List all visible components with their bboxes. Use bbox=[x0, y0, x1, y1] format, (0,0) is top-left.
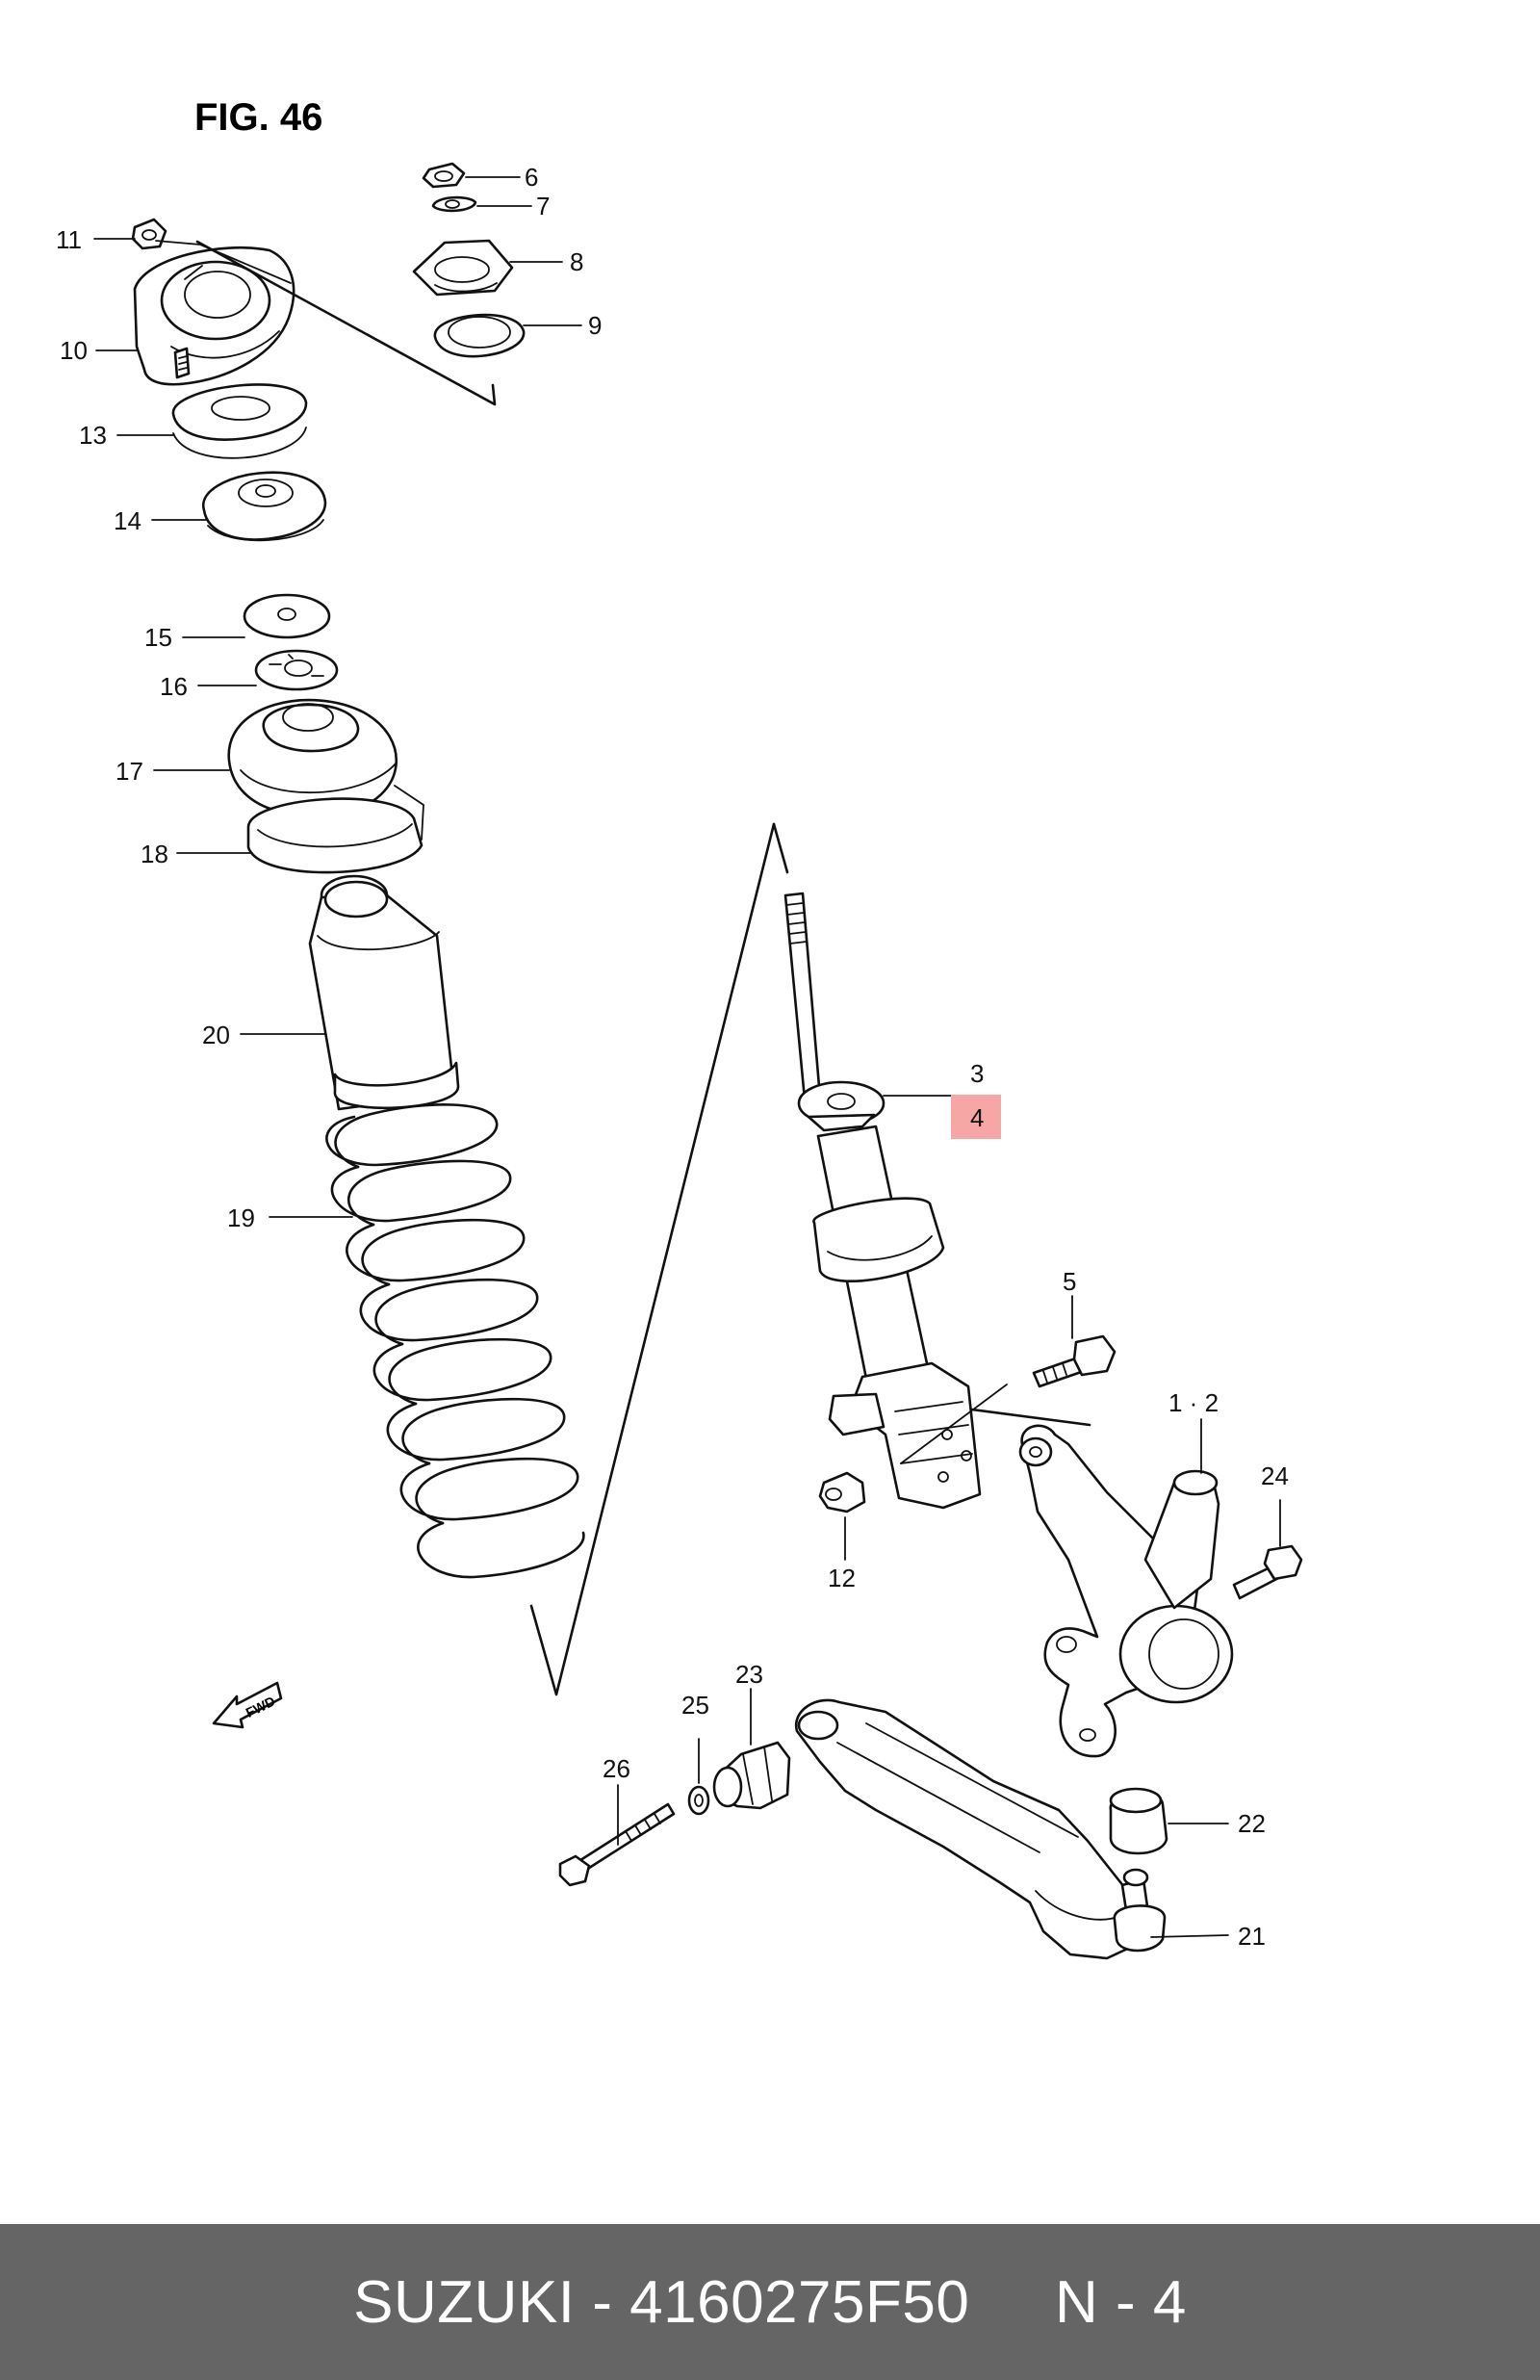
callout-6: 6 bbox=[525, 163, 538, 192]
callout-21: 21 bbox=[1238, 1922, 1266, 1951]
callout-5: 5 bbox=[1063, 1267, 1076, 1296]
part-4-highlight bbox=[951, 1095, 1001, 1139]
control-arm bbox=[794, 1698, 1143, 1960]
figure-title: FIG. 46 bbox=[194, 96, 322, 139]
part-11-nut bbox=[131, 218, 167, 250]
part-9-ring bbox=[433, 313, 526, 358]
part-12-nut bbox=[818, 1471, 866, 1513]
strut-indicator-top bbox=[772, 822, 789, 874]
strut-indicator-line bbox=[529, 822, 776, 1696]
strut-bracket bbox=[849, 1361, 982, 1510]
spring-assembly bbox=[227, 593, 585, 1579]
part-22-bushing bbox=[1109, 1787, 1168, 1855]
callout-26: 26 bbox=[603, 1754, 630, 1783]
callout-15: 15 bbox=[144, 623, 172, 652]
callout-10: 10 bbox=[60, 336, 88, 365]
part-19-coil-spring bbox=[325, 1103, 585, 1579]
callout-13: 13 bbox=[79, 421, 107, 450]
callout-20: 20 bbox=[202, 1021, 230, 1049]
callout-12: 12 bbox=[828, 1564, 856, 1592]
part-6-nut bbox=[422, 162, 466, 189]
part-7-washer bbox=[431, 195, 477, 213]
rod-thread bbox=[785, 902, 808, 944]
part-number-footer: SUZUKI - 4160275F50 N - 4 bbox=[0, 2224, 1540, 2380]
callout-4: 4 bbox=[970, 1103, 984, 1132]
callout-16: 16 bbox=[160, 672, 188, 701]
strut-assembly bbox=[783, 892, 982, 1510]
part-23-bushing bbox=[712, 1741, 791, 1810]
part-16-bearing bbox=[254, 649, 339, 691]
steering-knuckle bbox=[970, 1408, 1234, 1758]
callout-14: 14 bbox=[114, 506, 141, 535]
callout-25: 25 bbox=[681, 1691, 709, 1720]
callout-22: 22 bbox=[1238, 1809, 1266, 1838]
callout-3: 3 bbox=[970, 1059, 984, 1088]
lower-arm-assembly bbox=[558, 1698, 1168, 1960]
part-21-ball-joint bbox=[1113, 1868, 1167, 1953]
part-24-bolt bbox=[1232, 1544, 1303, 1600]
callout-17: 17 bbox=[116, 757, 143, 786]
callout-numbers: 6 7 8 9 11 10 13 14 15 16 17 18 20 19 3 … bbox=[56, 163, 1289, 1951]
spring-seat bbox=[812, 1197, 945, 1283]
callout-8: 8 bbox=[570, 247, 583, 276]
callout-11: 11 bbox=[56, 225, 82, 254]
part-15-washer bbox=[243, 593, 331, 639]
callout-19: 19 bbox=[227, 1203, 255, 1232]
callout-9: 9 bbox=[588, 311, 602, 340]
upper-mount-assembly bbox=[131, 162, 526, 542]
callout-24: 24 bbox=[1261, 1462, 1289, 1490]
part-10-strut-mount bbox=[133, 240, 295, 386]
knuckle-indicator-line bbox=[970, 1408, 1091, 1427]
callout-18: 18 bbox=[141, 840, 168, 868]
part-20-boot bbox=[308, 874, 460, 1111]
part-13-seat bbox=[171, 383, 308, 459]
part-26-bolt bbox=[558, 1802, 676, 1887]
parts-diagram: FIG. 46 bbox=[56, 96, 1303, 1960]
callout-7: 7 bbox=[536, 192, 550, 220]
part-14-seat bbox=[202, 471, 327, 542]
part-number-text: SUZUKI - 4160275F50 N - 4 bbox=[353, 2268, 1187, 2336]
part-18-insulator bbox=[246, 785, 424, 874]
callout-23: 23 bbox=[735, 1660, 763, 1689]
callout-1-2: 1 · 2 bbox=[1168, 1388, 1219, 1417]
mount-indicator-line bbox=[195, 240, 497, 406]
part-5-bolt bbox=[1032, 1334, 1116, 1388]
part-25-washer bbox=[687, 1785, 710, 1816]
forward-direction-arrow: FWD bbox=[212, 1681, 283, 1729]
part-8-plate bbox=[412, 239, 514, 297]
part-17-upper-seat bbox=[227, 698, 398, 817]
